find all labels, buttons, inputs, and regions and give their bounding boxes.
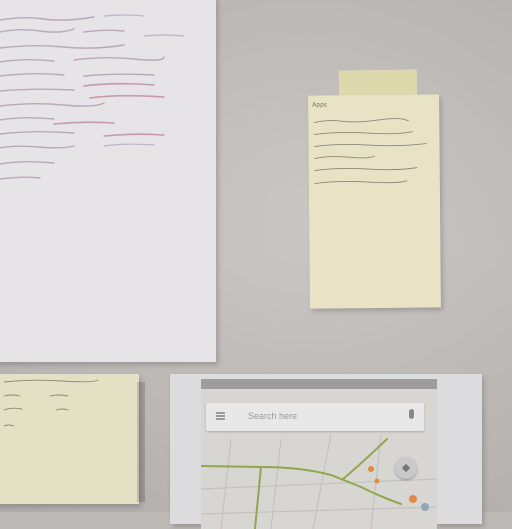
map-screen: Search here (201, 379, 437, 529)
sticky-note-shadow (137, 382, 145, 502)
sticky-note-scribbles (313, 118, 427, 184)
microphone-icon[interactable] (409, 409, 414, 419)
map-app-printout: Search here (170, 374, 482, 529)
my-location-icon[interactable] (395, 457, 417, 479)
status-bar (201, 379, 437, 389)
sticky-note-lower-left (0, 374, 145, 504)
sticky-note-apps: Apps (308, 94, 441, 309)
search-input[interactable]: Search here (248, 411, 298, 421)
search-bar[interactable]: Search here (206, 403, 424, 431)
handwritten-notes-sheet (0, 0, 216, 362)
handwriting-scribbles (0, 14, 185, 180)
sticky-note-lower-scribbles (3, 379, 99, 427)
menu-icon[interactable] (216, 412, 225, 420)
map-streets (201, 433, 437, 529)
